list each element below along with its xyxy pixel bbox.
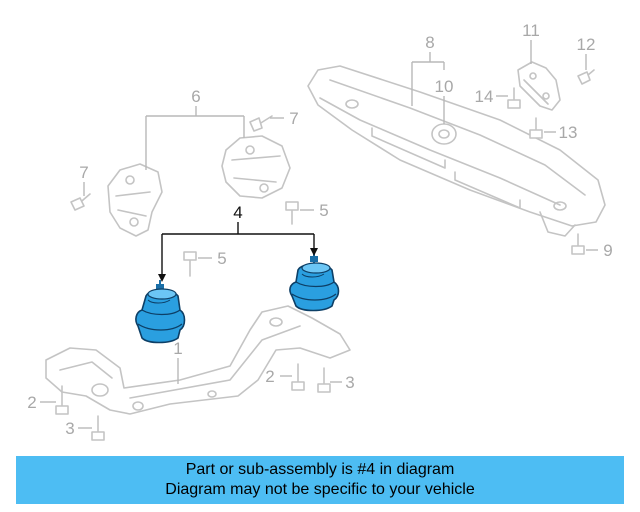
engine-bracket-right xyxy=(221,135,291,199)
callout-8: 8 xyxy=(425,33,434,52)
engine-mount-left xyxy=(135,280,186,344)
callout-8-leader xyxy=(411,52,445,106)
callout-6: 6 xyxy=(191,87,200,106)
bolt-3-right xyxy=(317,367,331,393)
callout-11: 11 xyxy=(522,21,540,40)
engine-mount-right xyxy=(289,250,340,312)
bolt-3-left xyxy=(91,415,105,441)
callout-2-left: 2 xyxy=(27,393,36,412)
callout-7-left: 7 xyxy=(79,163,88,182)
callout-13: 13 xyxy=(559,123,578,142)
callout-14: 14 xyxy=(475,87,494,106)
bolt-2-right xyxy=(291,363,305,391)
callout-3-right: 3 xyxy=(345,373,354,392)
bolt-14 xyxy=(507,87,521,109)
bolt-7-left xyxy=(70,193,91,211)
crossmember xyxy=(307,65,606,237)
callout-5-lower: 5 xyxy=(217,249,226,268)
bolt-2-left xyxy=(55,385,69,415)
callout-1: 1 xyxy=(173,339,182,358)
bolt-7-right xyxy=(249,115,273,132)
parts-diagram: 4 6 8 10 11 12 14 13 7 7 5 5 9 1 2 3 2 3 xyxy=(27,21,613,441)
callout-4: 4 xyxy=(233,203,242,222)
callout-6-leader xyxy=(145,106,245,170)
callout-10: 10 xyxy=(435,77,454,96)
callout-9: 9 xyxy=(603,241,612,260)
callout-4-arrow-right xyxy=(310,248,318,256)
engine-bracket-left xyxy=(107,163,163,237)
info-banner: Part or sub-assembly is #4 in diagram Di… xyxy=(16,456,624,504)
bolt-13 xyxy=(529,117,543,139)
lower-crossmember xyxy=(45,305,351,415)
banner-line-part: Part or sub-assembly is #4 in diagram xyxy=(185,461,455,478)
callout-7-right: 7 xyxy=(289,109,298,128)
bolt-5-lower xyxy=(183,251,197,277)
callout-5-upper: 5 xyxy=(319,201,328,220)
bolt-12 xyxy=(577,69,595,85)
bracket-11 xyxy=(517,61,561,111)
bolt-5-upper xyxy=(285,201,299,225)
callout-4-leader xyxy=(161,222,315,280)
callout-2-right: 2 xyxy=(265,367,274,386)
callout-12: 12 xyxy=(577,35,596,54)
callout-3-left: 3 xyxy=(65,419,74,438)
bolt-9 xyxy=(571,233,585,255)
callout-4-arrow-left xyxy=(158,274,166,282)
banner-line-disclaimer: Diagram may not be specific to your vehi… xyxy=(165,481,475,498)
